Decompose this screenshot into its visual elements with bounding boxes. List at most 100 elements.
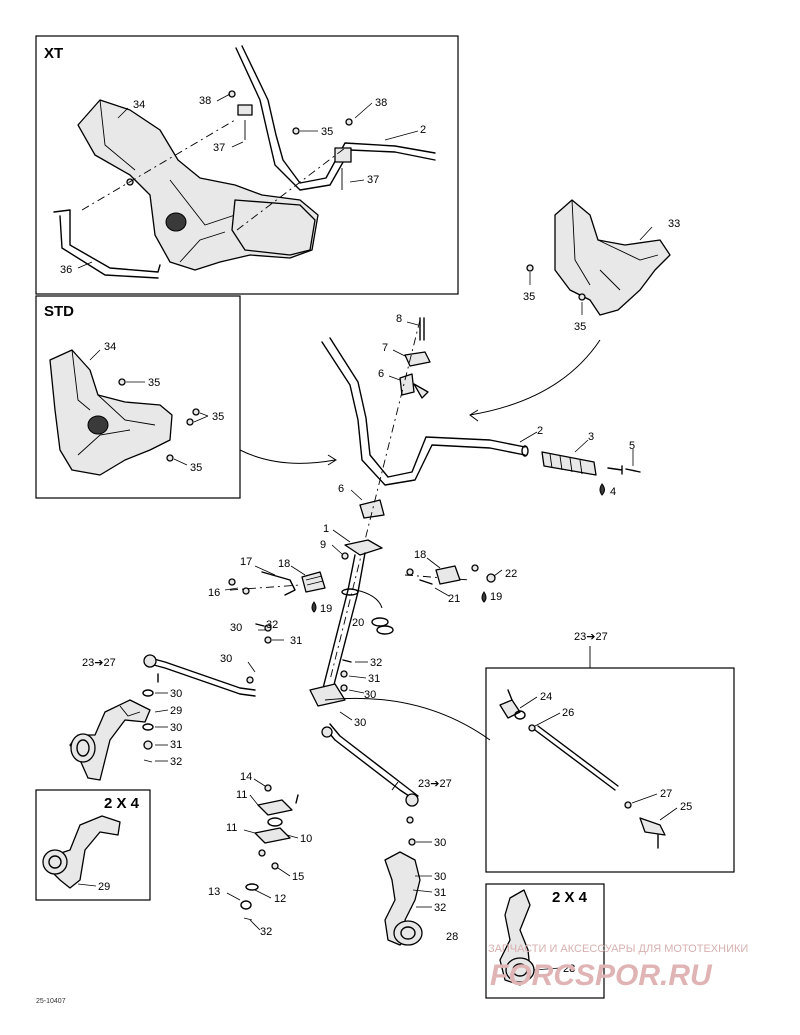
xt-callout-35: 35 <box>321 126 333 138</box>
std-callout-35c: 35 <box>190 462 202 474</box>
callout-20: 20 <box>352 617 364 629</box>
std-brand-emblem <box>87 415 109 435</box>
left-steering-linkage: 30 32 31 23➔27 30 30 29 30 31 32 <box>69 619 302 781</box>
callout-30g: 30 <box>434 837 446 849</box>
tie-rod-group-inset: 23➔27 24 26 27 25 <box>485 631 735 873</box>
callout-30b: 30 <box>220 653 232 665</box>
callout-19b: 19 <box>490 591 502 603</box>
callout-32e: 32 <box>434 902 446 914</box>
callout-31d: 31 <box>434 887 446 899</box>
callout-32d: 32 <box>260 926 272 938</box>
callout-19: 19 <box>320 603 332 615</box>
handlebar <box>321 341 526 486</box>
callout-30c: 30 <box>170 688 182 700</box>
callout-30f: 30 <box>354 717 366 729</box>
drawing-reference: 25-10407 <box>36 998 66 1005</box>
callout-17: 17 <box>240 556 252 568</box>
xt-inset: XT 34 38 38 35 2 37 37 <box>35 35 459 295</box>
callout-22: 22 <box>505 568 517 580</box>
bracket-assembly: 33 35 35 <box>469 199 680 422</box>
xt-callout-2: 2 <box>420 124 426 136</box>
callout-21: 21 <box>448 593 460 605</box>
callout-18b: 18 <box>414 549 426 561</box>
two-by-four-left-inset: 2 X 4 29 <box>35 789 151 901</box>
mounting-bracket <box>554 199 671 316</box>
tie-rod-group-title: 23➔27 <box>574 631 608 643</box>
callout-30e: 30 <box>364 689 376 701</box>
callout-4: 4 <box>610 486 616 498</box>
right-tie-rod <box>324 727 416 801</box>
callout-13: 13 <box>208 886 220 898</box>
right-steering-linkage: 32 31 30 30 23➔27 <box>321 657 491 824</box>
callout-32c: 32 <box>170 756 182 768</box>
bracket-callout-35: 35 <box>523 291 535 303</box>
callout-28: 28 <box>446 931 458 943</box>
xt-handlebar <box>235 47 436 191</box>
callout-30: 30 <box>230 622 242 634</box>
callout-23-27b: 23➔27 <box>418 778 452 790</box>
right-knuckle-assembly: 30 30 31 32 28 <box>384 837 458 946</box>
watermark-tagline: ЗАПЧАСТИ И АКСЕССУАРЫ ДЛЯ МОТОТЕХНИКИ <box>488 943 748 955</box>
std-title: STD <box>44 303 74 320</box>
callout-31b: 31 <box>368 673 380 685</box>
xt-callout-36: 36 <box>60 264 72 276</box>
xt-callout-38: 38 <box>199 95 211 107</box>
callout-11b: 11 <box>226 822 237 834</box>
two-by-four-callout-28: 28 <box>563 963 575 975</box>
xt-hand-guard <box>53 209 161 279</box>
callout-7: 7 <box>382 342 388 354</box>
callout-27: 27 <box>660 788 672 800</box>
std-handlebar-cover <box>49 349 173 476</box>
lower-column-parts: 14 11 11 10 15 13 12 32 <box>208 771 312 938</box>
callout-25: 25 <box>680 801 692 813</box>
xt-callout-37: 37 <box>213 142 225 154</box>
main-handlebar-assembly: 8 7 6 2 3 5 4 6 <box>229 313 641 681</box>
callout-30h: 30 <box>434 871 446 883</box>
handlebar-grip <box>541 451 597 476</box>
callout-12: 12 <box>274 893 286 905</box>
std-callout-34: 34 <box>104 341 116 353</box>
two-by-four-left-title: 2 X 4 <box>104 795 140 812</box>
callout-16: 16 <box>208 587 220 599</box>
callout-6b: 6 <box>338 483 344 495</box>
callout-31: 31 <box>290 635 302 647</box>
callout-24: 24 <box>540 691 552 703</box>
callout-29: 29 <box>170 705 182 717</box>
callout-8: 8 <box>396 313 402 325</box>
bracket-callout-33: 33 <box>668 218 680 230</box>
callout-14: 14 <box>240 771 252 783</box>
tie-rod-inner <box>534 725 619 791</box>
callout-9: 9 <box>320 539 326 551</box>
callout-32b: 32 <box>370 657 382 669</box>
steering-column-assembly: 1 9 17 18 18 22 16 21 19 19 20 <box>208 523 517 707</box>
callout-31c: 31 <box>170 739 182 751</box>
std-callout-35b: 35 <box>212 411 224 423</box>
callout-15: 15 <box>292 871 304 883</box>
xt-callout-37b: 37 <box>367 174 379 186</box>
xt-callout-34: 34 <box>133 99 145 111</box>
callout-11: 11 <box>236 789 247 801</box>
callout-23-27: 23➔27 <box>82 657 116 669</box>
callout-1: 1 <box>323 523 329 535</box>
std-callout-35: 35 <box>148 377 160 389</box>
std-inset: STD 34 35 35 35 <box>35 295 337 499</box>
two-by-four-right-inset: 2 X 4 28 <box>485 883 605 999</box>
callout-5: 5 <box>629 440 635 452</box>
left-tie-rod <box>149 657 256 691</box>
watermark-logo: FORCSPOR.RU <box>490 959 713 992</box>
callout-2: 2 <box>537 425 543 437</box>
callout-26: 26 <box>562 707 574 719</box>
callout-10: 10 <box>300 833 312 845</box>
callout-18: 18 <box>278 558 290 570</box>
bracket-callout-35b: 35 <box>574 321 586 333</box>
callout-3: 3 <box>588 431 594 443</box>
xt-title: XT <box>44 45 63 62</box>
xt-callout-38b: 38 <box>375 97 387 109</box>
callout-6: 6 <box>378 368 384 380</box>
callout-32: 32 <box>266 619 278 631</box>
two-by-four-callout-29: 29 <box>98 881 110 893</box>
callout-30d: 30 <box>170 722 182 734</box>
steering-column-plate <box>344 539 383 556</box>
two-by-four-right-title: 2 X 4 <box>552 889 588 906</box>
